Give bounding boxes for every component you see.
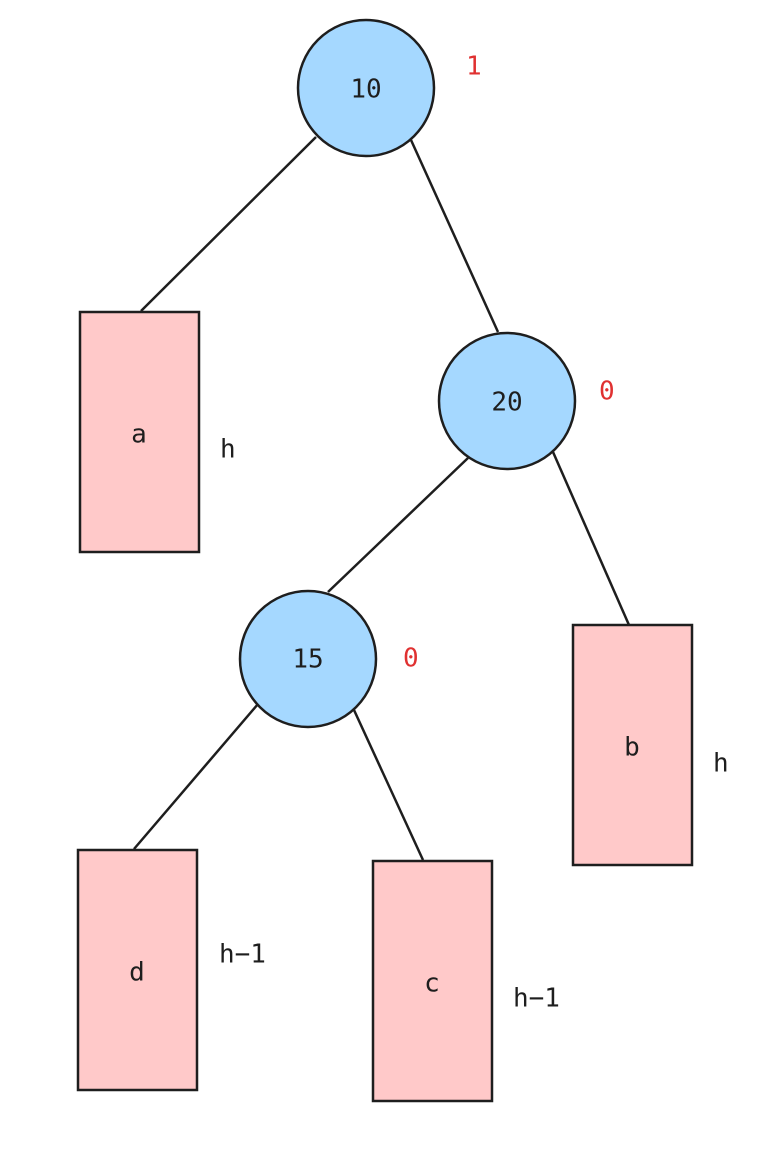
subtree-c-box <box>371 859 494 1103</box>
subtree-a-box <box>78 310 201 554</box>
subtree-c-label: c <box>424 969 440 999</box>
subtree-d: d h−1 <box>76 848 266 1092</box>
subtree-b-box <box>571 623 694 867</box>
node-20-circle <box>437 331 577 471</box>
node-10-circle <box>296 18 436 158</box>
node-10: 10 1 <box>296 18 482 158</box>
subtree-d-height: h−1 <box>219 940 266 970</box>
subtree-c: c h−1 <box>371 859 560 1103</box>
node-20-value: 20 <box>491 388 522 418</box>
edge-10-20 <box>409 139 500 333</box>
node-20-balance: 0 <box>599 377 615 407</box>
subtree-b: b h <box>571 623 729 867</box>
node-15-value: 15 <box>292 645 323 675</box>
subtree-b-label: b <box>624 733 640 763</box>
edge-20-b <box>551 451 631 626</box>
node-20: 20 0 <box>437 331 615 471</box>
node-10-value: 10 <box>350 75 381 105</box>
subtree-c-height: h−1 <box>513 984 560 1014</box>
edge-10-a <box>140 136 317 312</box>
node-10-balance: 1 <box>466 52 482 82</box>
subtree-d-label: d <box>129 958 145 988</box>
edge-15-d <box>133 703 259 850</box>
node-15: 15 0 <box>238 589 419 729</box>
node-15-circle <box>238 589 378 729</box>
subtree-b-height: h <box>713 749 729 779</box>
subtree-a-label: a <box>131 420 147 450</box>
subtree-d-box <box>76 848 199 1092</box>
edge-15-c <box>352 709 425 861</box>
edge-20-15 <box>327 457 469 593</box>
subtree-a: a h <box>78 310 236 554</box>
subtree-a-height: h <box>220 435 236 465</box>
node-15-balance: 0 <box>403 644 419 674</box>
